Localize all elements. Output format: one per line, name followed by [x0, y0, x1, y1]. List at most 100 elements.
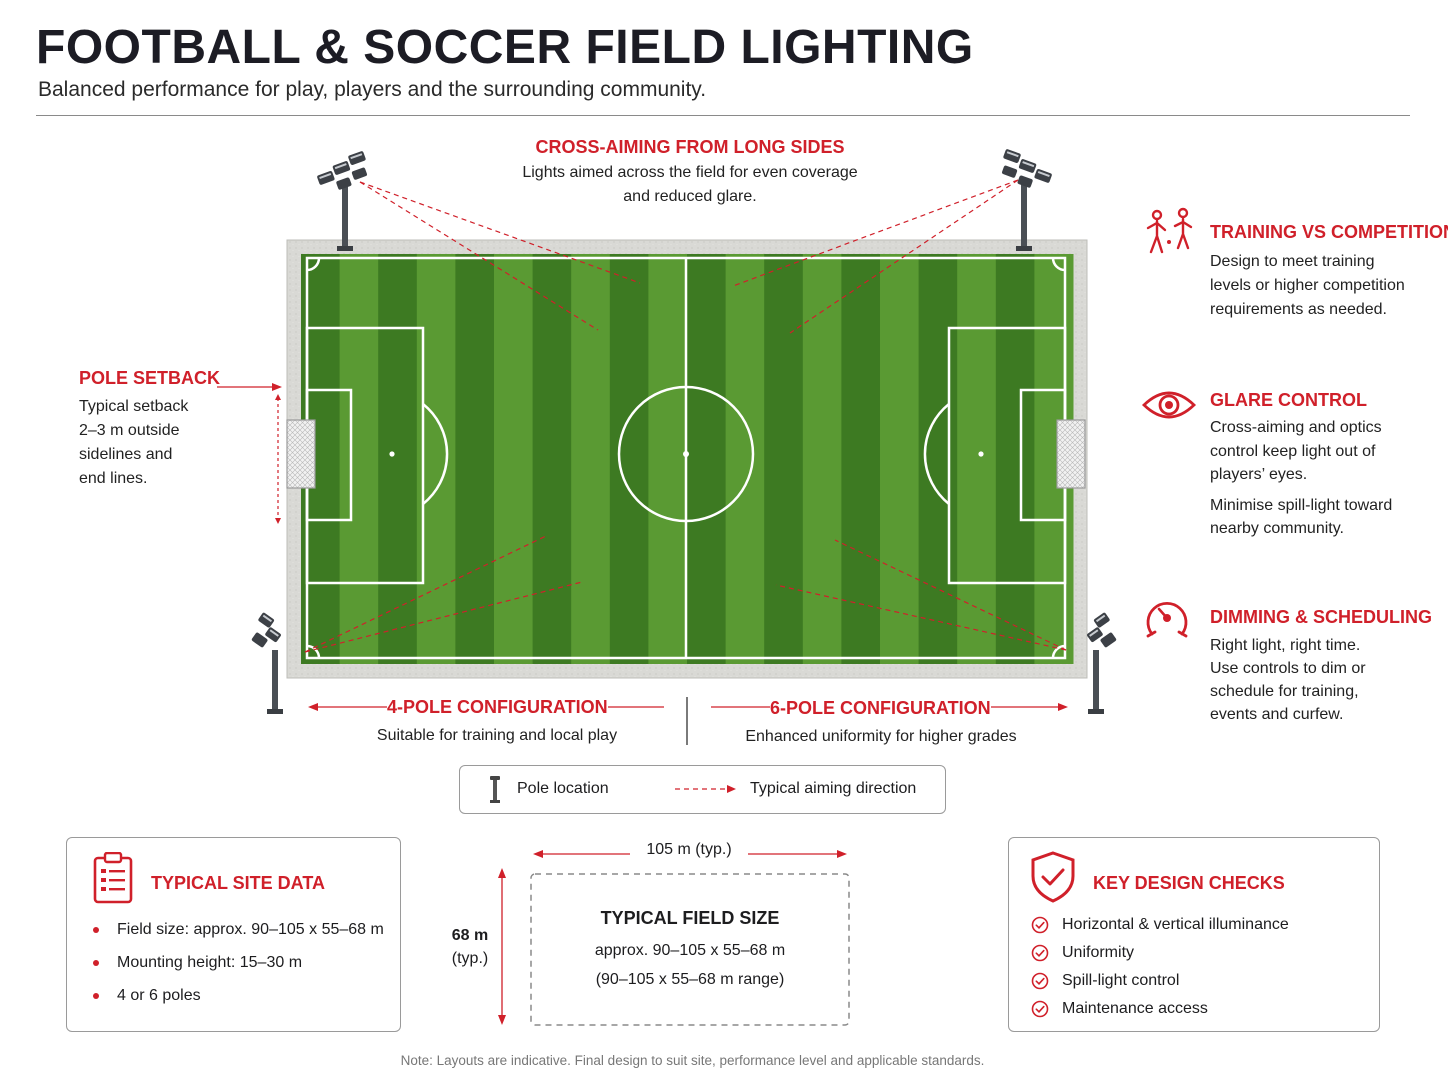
config-arrows: [308, 703, 1068, 711]
site-data-item: Field size: approx. 90–105 x 55–68 m: [89, 918, 389, 951]
grass-stripe: [802, 254, 842, 664]
cross-aiming-heading: CROSS-AIMING FROM LONG SIDES: [535, 137, 845, 157]
design-check-label: Uniformity: [1062, 944, 1135, 961]
grass-stripe: [957, 254, 997, 664]
pole-top-left: [317, 151, 367, 251]
check-circle-icon: [1031, 972, 1049, 990]
grass-stripe: [764, 254, 804, 664]
cross-aiming-text: Lights aimed across the field for even c…: [440, 161, 940, 209]
grass-stripe: [725, 254, 765, 664]
grass-stripe: [455, 254, 495, 664]
pole-setback-line: sidelines and: [79, 446, 173, 463]
aiming-direction-icon: [675, 785, 736, 793]
pole-bottom-left: [251, 612, 283, 714]
training-heading: TRAINING VS COMPETITION: [1210, 222, 1448, 242]
field-size-box: [530, 873, 850, 1026]
field-size-text: approx. 90–105 x 55–68 m (90–105 x 55–68…: [531, 936, 849, 994]
grass-stripe: [339, 254, 379, 664]
design-check-label: Maintenance access: [1062, 1000, 1208, 1017]
penalty-spot-left: [389, 451, 395, 457]
dimming-line: Use controls to dim or: [1210, 660, 1366, 677]
center-spot: [683, 451, 689, 457]
grass-stripe: [648, 254, 688, 664]
grass-stripe: [609, 254, 649, 664]
site-data-item: Mounting height: 15–30 m: [89, 951, 389, 984]
setback-dimension: [217, 383, 282, 524]
pole-setback-text: Typical setback 2–3 m outside sidelines …: [79, 395, 239, 491]
check-circle-icon: [1031, 1000, 1049, 1018]
design-checks-card: KEY DESIGN CHECKS Horizontal & vertical …: [1008, 837, 1380, 1032]
pole-bottom-right: [1087, 612, 1117, 714]
glare-line: nearby community.: [1210, 520, 1344, 537]
legend-box: Pole location Typical aiming direction: [459, 765, 946, 814]
dimming-line: events and curfew.: [1210, 706, 1344, 723]
clipboard-icon: [93, 852, 133, 904]
design-check-label: Horizontal & vertical illuminance: [1062, 916, 1289, 933]
grass-stripe: [995, 254, 1035, 664]
grass-stripe: [880, 254, 920, 664]
goal-right: [1056, 419, 1086, 489]
glare-line: Minimise spill-light toward: [1210, 496, 1393, 514]
glare-line: Cross-aiming and optics: [1210, 419, 1382, 436]
pole-setback-line: 2–3 m outside: [79, 422, 180, 439]
training-line: levels or higher competition: [1210, 277, 1405, 294]
training-line: Design to meet training: [1210, 253, 1375, 270]
four-pole-heading: 4-POLE CONFIGURATION: [387, 697, 608, 717]
header-divider: [36, 115, 1410, 116]
grass-stripe: [532, 254, 572, 664]
design-check-item: Horizontal & vertical illuminance: [1031, 914, 1371, 942]
pole-setback-line: Typical setback: [79, 398, 189, 415]
glare-heading: GLARE CONTROL: [1210, 390, 1367, 410]
field-size-line: (90–105 x 55–68 m range): [595, 971, 785, 988]
pole-setback-line: end lines.: [79, 470, 148, 487]
timer-icon: [1146, 601, 1188, 638]
field-length-label: 105 m (typ.): [646, 841, 732, 858]
design-check-label: Spill-light control: [1062, 972, 1180, 989]
dimming-text: Right light, right time. Use controls to…: [1210, 634, 1430, 726]
field-size-line: approx. 90–105 x 55–68 m: [594, 942, 786, 959]
dimming-line: Right light, right time.: [1210, 637, 1361, 654]
design-check-item: Maintenance access: [1031, 998, 1371, 1026]
grass-stripe: [571, 254, 611, 664]
design-checks-list: Horizontal & vertical illuminance Unifor…: [1031, 914, 1371, 1026]
site-data-list: Field size: approx. 90–105 x 55–68 m Mou…: [89, 918, 389, 1017]
page-subtitle: Balanced performance for play, players a…: [38, 78, 707, 101]
page-title: FOOTBALL & SOCCER FIELD LIGHTING: [36, 21, 974, 74]
check-circle-icon: [1031, 944, 1049, 962]
glare-line: players’ eyes.: [1210, 466, 1308, 483]
cross-aiming-line-2: and reduced glare.: [623, 188, 757, 205]
dimming-line: schedule for training,: [1210, 683, 1359, 700]
cross-aiming-line-1: Lights aimed across the field for even c…: [522, 164, 858, 181]
site-data-item: 4 or 6 poles: [89, 984, 389, 1017]
grass-stripe: [687, 254, 727, 664]
footer-note: Note: Layouts are indicative. Final desi…: [400, 1053, 985, 1068]
pole-location-label: Pole location: [517, 780, 609, 797]
glare-text: Cross-aiming and optics control keep lig…: [1210, 416, 1430, 541]
four-pole-desc: Suitable for training and local play: [376, 727, 618, 744]
dimming-heading: DIMMING & SCHEDULING: [1210, 607, 1432, 627]
site-data-card: TYPICAL SITE DATA Field size: approx. 90…: [66, 837, 401, 1032]
shield-check-icon: [1031, 851, 1075, 903]
eye-icon: [1141, 391, 1197, 419]
aiming-direction-label: Typical aiming direction: [750, 780, 917, 797]
grass-stripe: [378, 254, 418, 664]
goal-left: [286, 419, 316, 489]
check-circle-icon: [1031, 916, 1049, 934]
site-data-heading: TYPICAL SITE DATA: [151, 873, 326, 893]
aiming-lines: [304, 179, 1067, 653]
six-pole-desc: Enhanced uniformity for higher grades: [745, 728, 1017, 745]
pole-top-right: [1002, 149, 1052, 251]
grass-stripe: [841, 254, 881, 664]
field-size-heading: TYPICAL FIELD SIZE: [600, 908, 780, 928]
field-width-label: 68 m (typ.): [440, 924, 500, 970]
training-line: requirements as needed.: [1210, 301, 1387, 318]
pole-setback-heading: POLE SETBACK: [79, 368, 221, 388]
pole-location-icon: [490, 776, 500, 803]
field-width-value: 68 m: [451, 927, 489, 944]
design-check-item: Uniformity: [1031, 942, 1371, 970]
players-icon: [1146, 207, 1193, 254]
training-text: Design to meet training levels or higher…: [1210, 250, 1430, 322]
design-checks-heading: KEY DESIGN CHECKS: [1093, 873, 1285, 893]
glare-line: control keep light out of: [1210, 442, 1376, 460]
